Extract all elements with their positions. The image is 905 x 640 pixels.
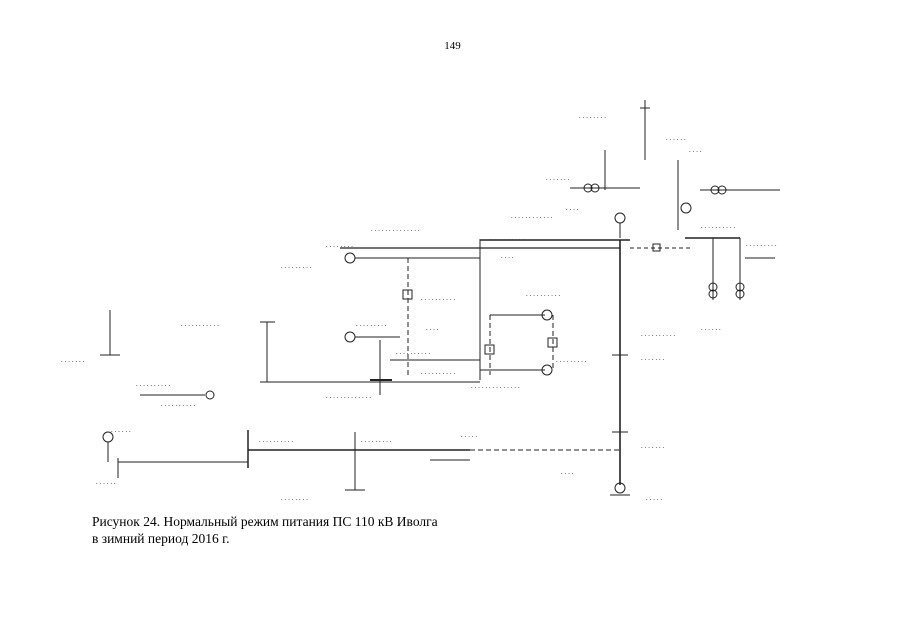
svg-text:.....: ..... (460, 432, 478, 439)
page-number: 149 (444, 40, 461, 52)
svg-text:..............: .............. (470, 383, 521, 390)
breaker-symbol (547, 337, 558, 348)
svg-text:.......: ....... (545, 175, 570, 182)
generator-symbol (344, 331, 356, 343)
svg-text:......: ...... (665, 135, 687, 142)
svg-text:..............: .............. (370, 226, 421, 233)
svg-text:....: .... (565, 205, 579, 212)
svg-text:..........: .......... (135, 381, 171, 388)
breaker-symbol (484, 344, 495, 355)
svg-text:.........: ......... (355, 321, 388, 328)
generator-symbol (541, 309, 553, 321)
generator-symbol (344, 252, 356, 264)
svg-text:........: ........ (578, 113, 607, 120)
svg-text:...........: ........... (180, 321, 220, 328)
svg-text:......: ...... (110, 427, 132, 434)
svg-text:.............: ............. (325, 393, 372, 400)
generator-symbol (614, 212, 626, 224)
svg-text:........: ........ (325, 242, 354, 249)
svg-text:....: .... (500, 253, 514, 260)
transformer-symbol (583, 183, 593, 193)
svg-text:..........: .......... (700, 223, 736, 230)
transformer-symbol (590, 183, 600, 193)
svg-text:....: .... (560, 469, 574, 476)
transformer-symbol (717, 185, 727, 195)
breaker-symbol (652, 243, 661, 252)
svg-text:..........: .......... (525, 291, 561, 298)
svg-text:..........: .......... (640, 331, 676, 338)
generator-symbol (614, 482, 626, 494)
svg-text:.......: ....... (640, 443, 665, 450)
svg-text:.........: ......... (360, 437, 393, 444)
transformer-symbol (735, 282, 745, 292)
svg-text:..........: .......... (420, 295, 456, 302)
transformer-symbol (708, 289, 718, 299)
svg-text:.........: ......... (745, 241, 778, 248)
transformer-symbol (708, 282, 718, 292)
svg-text:.....: ..... (645, 495, 663, 502)
breaker-symbol (402, 289, 413, 300)
svg-text:......: ...... (95, 479, 117, 486)
svg-text:....: .... (688, 147, 702, 154)
svg-text:............: ............ (510, 213, 553, 220)
generator-symbol (680, 202, 692, 214)
figure-caption: Рисунок 24. Нормальный режим питания ПС … (92, 513, 438, 547)
svg-text:......: ...... (700, 325, 722, 332)
svg-text:..........: .......... (395, 349, 431, 356)
transformer-symbol (710, 185, 720, 195)
svg-text:.......: ....... (60, 357, 85, 364)
svg-text:..........: .......... (420, 369, 456, 376)
svg-text:....: .... (425, 325, 439, 332)
svg-text:..........: .......... (258, 437, 294, 444)
transformer-symbol (735, 289, 745, 299)
svg-text:.......: ....... (640, 355, 665, 362)
caption-line-2: в зимний период 2016 г. (92, 531, 230, 546)
svg-text:..........: .......... (160, 401, 196, 408)
svg-text:........: ........ (280, 495, 309, 502)
caption-line-1: Рисунок 24. Нормальный режим питания ПС … (92, 514, 438, 529)
svg-text:.........: ......... (555, 357, 588, 364)
svg-text:.............: ............. (478, 235, 525, 242)
svg-text:.........: ......... (280, 263, 313, 270)
generator-symbol (205, 390, 215, 400)
